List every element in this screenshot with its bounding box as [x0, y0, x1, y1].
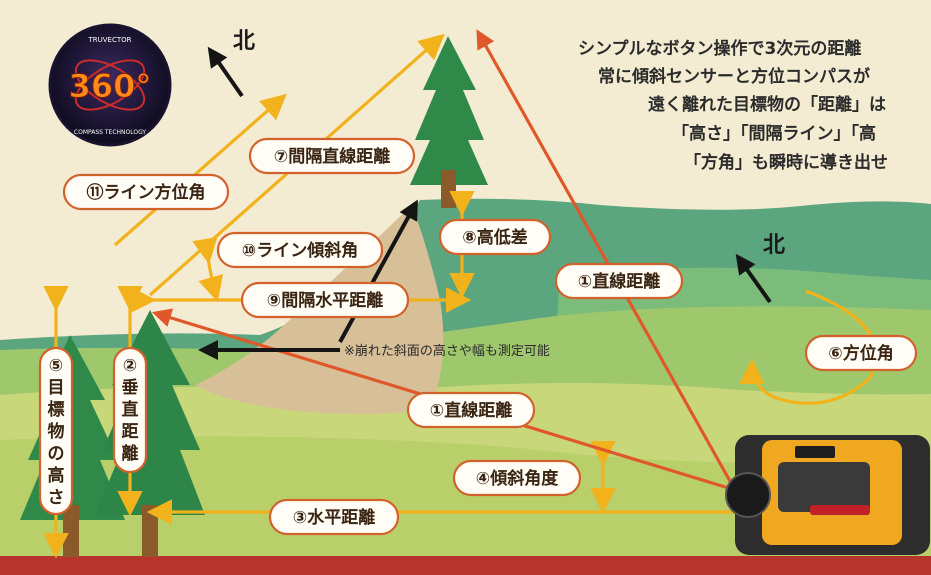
- north-label: 北: [763, 233, 785, 258]
- svg-text:標: 標: [48, 399, 65, 420]
- label-vertical-distance: ② 垂 直 距 離: [112, 346, 148, 474]
- label-incline-angle: ④傾斜角度: [452, 459, 582, 497]
- line-distance-arrow-far: [476, 29, 737, 491]
- azimuth-arc: [739, 289, 878, 405]
- foreground-field: [0, 436, 931, 575]
- svg-text:直: 直: [122, 399, 139, 420]
- logo-top-text: TRUVECTOR: [87, 36, 131, 44]
- label-line-distance-far: ①直線距離: [554, 262, 684, 300]
- svg-text:⑥方位角: ⑥方位角: [828, 343, 893, 364]
- north-arrow-top: 北: [207, 29, 255, 98]
- label-interval-horizontal-distance: ⑨間隔水平距離: [240, 281, 410, 319]
- svg-text:垂: 垂: [122, 378, 139, 398]
- note-text: ※崩れた斜面の高さや幅も測定可能: [344, 343, 550, 359]
- svg-text:⑩ライン傾斜角: ⑩ライン傾斜角: [242, 240, 358, 261]
- rangefinder-device: [725, 435, 930, 555]
- logo-bottom-text: COMPASS TECHNOLOGY: [74, 129, 147, 136]
- north-arrow-right: 北: [735, 233, 785, 304]
- svg-text:④傾斜角度: ④傾斜角度: [476, 468, 559, 489]
- svg-text:さ: さ: [48, 488, 65, 508]
- svg-text:②: ②: [123, 356, 137, 376]
- note-arrow-up: [338, 199, 418, 343]
- label-line-distance-near: ①直線距離: [406, 391, 536, 429]
- label-height-difference: ⑧高低差: [438, 218, 552, 256]
- headline-line: 「方角」も瞬時に導き出せ: [684, 152, 888, 173]
- compass-logo: 360° TRUVECTOR COMPASS TECHNOLOGY: [48, 23, 172, 147]
- bottom-band: [0, 556, 931, 575]
- north-label: 北: [233, 29, 255, 54]
- svg-text:距: 距: [122, 422, 139, 442]
- headline-line: 常に傾斜センサーと方位コンパスが: [598, 66, 870, 87]
- label-target-height: ⑤ 目 標 物 の 高 さ: [38, 346, 74, 516]
- svg-text:①直線距離: ①直線距離: [430, 400, 512, 421]
- label-interval-line-distance: ⑦間隔直線距離: [248, 137, 416, 175]
- svg-text:③水平距離: ③水平距離: [293, 507, 375, 528]
- svg-text:⑦間隔直線距離: ⑦間隔直線距離: [274, 146, 390, 167]
- line-incline-angle-arc: [192, 236, 224, 303]
- svg-text:目: 目: [48, 378, 65, 398]
- svg-text:物: 物: [48, 421, 65, 442]
- logo-center-text: 360°: [69, 67, 152, 105]
- label-horizontal-distance: ③水平距離: [268, 498, 400, 536]
- label-line-azimuth: ⑪ライン方位角: [62, 173, 230, 211]
- headline-line: 遠く離れた目標物の「距離」は: [648, 94, 886, 115]
- svg-text:⑧高低差: ⑧高低差: [462, 227, 527, 248]
- svg-text:高: 高: [48, 465, 65, 486]
- headline-line: シンプルなボタン操作で3次元の距離: [578, 38, 861, 59]
- svg-text:①直線距離: ①直線距離: [578, 271, 660, 292]
- svg-text:⑨間隔水平距離: ⑨間隔水平距離: [267, 290, 383, 311]
- svg-text:⑤: ⑤: [49, 356, 63, 376]
- headline: シンプルなボタン操作で3次元の距離 常に傾斜センサーと方位コンパスが 遠く離れた…: [578, 38, 888, 173]
- label-line-incline-angle: ⑩ライン傾斜角: [216, 231, 384, 269]
- line-azimuth-arrow: [113, 93, 287, 247]
- svg-text:⑪ライン方位角: ⑪ライン方位角: [87, 182, 206, 203]
- label-azimuth: ⑥方位角: [804, 334, 918, 372]
- svg-text:の: の: [48, 444, 65, 464]
- headline-line: 「高さ」「間隔ライン」「高: [672, 123, 876, 144]
- svg-text:離: 離: [122, 443, 139, 464]
